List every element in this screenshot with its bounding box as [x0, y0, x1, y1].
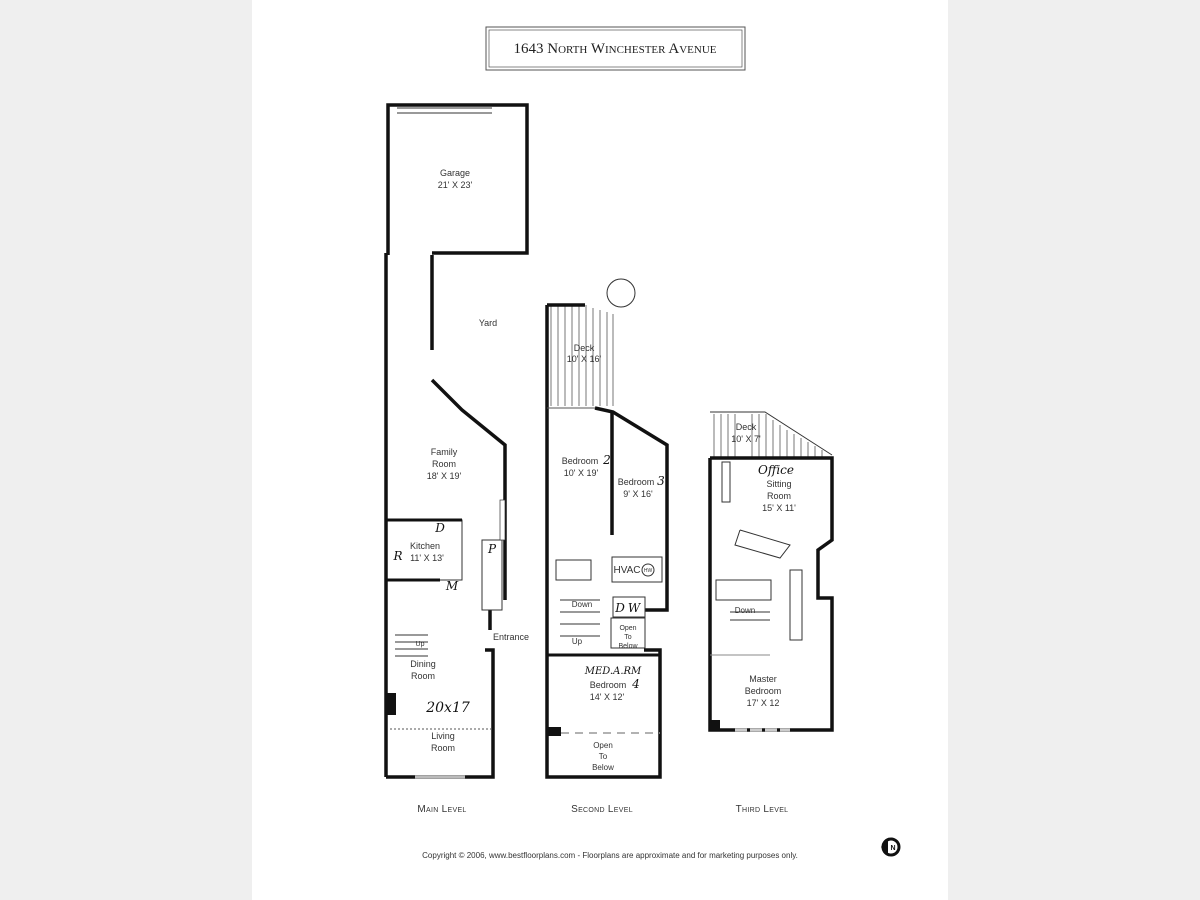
living-room-label-2: Room [431, 743, 455, 753]
garage-size: 21' X 23' [438, 180, 473, 190]
hw-label: HW [644, 568, 653, 574]
page-title: 1643 North Winchester Avenue [513, 41, 716, 57]
living-room-label-1: Living [431, 731, 455, 741]
open-to-below-2-l1: Open [593, 741, 613, 750]
bedroom4-label: Bedroom [590, 680, 627, 690]
master-bedroom-label-1: Master [749, 674, 777, 684]
sitting-room-label-2: Room [767, 491, 791, 501]
bedroom3-size: 9' X 16' [623, 489, 653, 499]
master-bedroom-label-2: Bedroom [745, 686, 782, 696]
second-level-label: Second Level [571, 804, 633, 815]
main-stairs-up: Up [416, 641, 425, 648]
handwritten-dw-d: D [614, 601, 625, 615]
sitting-room-size: 15' X 11' [762, 503, 796, 513]
bedroom2-size: 10' X 19' [564, 468, 599, 478]
compass-icon: N [881, 837, 901, 857]
family-room-size: 18' X 19' [427, 471, 462, 481]
second-deck-size: 10' X 16' [567, 354, 602, 364]
open-to-below-2-l2: To [599, 752, 608, 761]
handwritten-combined-size: 20x17 [425, 700, 470, 716]
handwritten-dw-w: W [628, 601, 642, 615]
bedroom4-size: 14' X 12' [590, 692, 625, 702]
handwritten-m: M [445, 579, 459, 593]
family-room-label-1: Family [431, 447, 458, 457]
third-deck-label: Deck [736, 422, 757, 432]
yard-label: Yard [479, 318, 497, 328]
compass-letter: N [890, 845, 895, 852]
hvac-label: HVAC [613, 565, 640, 576]
kitchen-size: 11' X 13' [410, 553, 444, 563]
main-level-plan [384, 103, 529, 779]
handwritten-d: D [434, 521, 445, 535]
bedroom2-label: Bedroom [562, 456, 599, 466]
handwritten-p: P [487, 542, 497, 556]
copyright-text: Copyright © 2006, www.bestfloorplans.com… [422, 851, 798, 860]
handwritten-bedroom2-num: 2 [602, 453, 611, 467]
open-to-below-1-l1: Open [619, 625, 636, 632]
master-bedroom-size: 17' X 12 [747, 698, 780, 708]
handwritten-r: R [392, 549, 402, 563]
dining-room-label-2: Room [411, 671, 435, 681]
kitchen-label: Kitchen [410, 541, 440, 551]
open-to-below-1-l3: Below [618, 643, 638, 650]
second-level-plan [545, 278, 669, 779]
third-stairs-down: Down [735, 606, 755, 615]
second-stairs-down: Down [572, 600, 592, 609]
second-stairs-up: Up [572, 637, 583, 646]
title-box: 1643 North Winchester Avenue [485, 26, 746, 71]
dining-room-label-1: Dining [410, 659, 436, 669]
handwritten-bedroom3-num: 3 [657, 474, 665, 488]
handwritten-bedroom4-num: 4 [631, 677, 640, 691]
handwritten-office-note: Office [758, 463, 794, 477]
second-deck-label: Deck [574, 343, 595, 353]
family-room-label-2: Room [432, 459, 456, 469]
open-to-below-2-l3: Below [592, 763, 614, 772]
open-to-below-1-l2: To [624, 634, 632, 641]
floorplan-sheet [252, 0, 948, 900]
garage-label: Garage [440, 168, 470, 178]
third-deck-size: 10' X 7' [731, 434, 761, 444]
handwritten-bedroom4-note: MED.A.RM [584, 666, 642, 677]
third-level-label: Third Level [736, 804, 789, 815]
entrance-label: Entrance [493, 632, 529, 642]
main-level-label: Main Level [417, 804, 466, 815]
third-level-plan [708, 411, 834, 732]
sitting-room-label-1: Sitting [766, 479, 791, 489]
bedroom3-label: Bedroom [618, 477, 655, 487]
